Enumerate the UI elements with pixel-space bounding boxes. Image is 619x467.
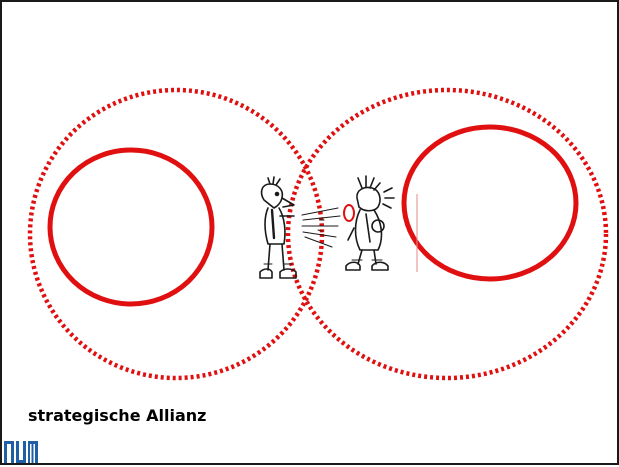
shouting-man-icon xyxy=(260,177,296,278)
left-inner-solid-circle xyxy=(50,150,212,304)
slide-caption: strategische Allianz xyxy=(28,406,206,425)
university-logo-icon xyxy=(4,437,38,463)
right-outer-dotted-circle xyxy=(288,90,606,378)
startled-man-icon xyxy=(344,176,394,270)
left-outer-dotted-circle xyxy=(30,90,322,378)
right-inner-solid-circle xyxy=(404,127,576,279)
